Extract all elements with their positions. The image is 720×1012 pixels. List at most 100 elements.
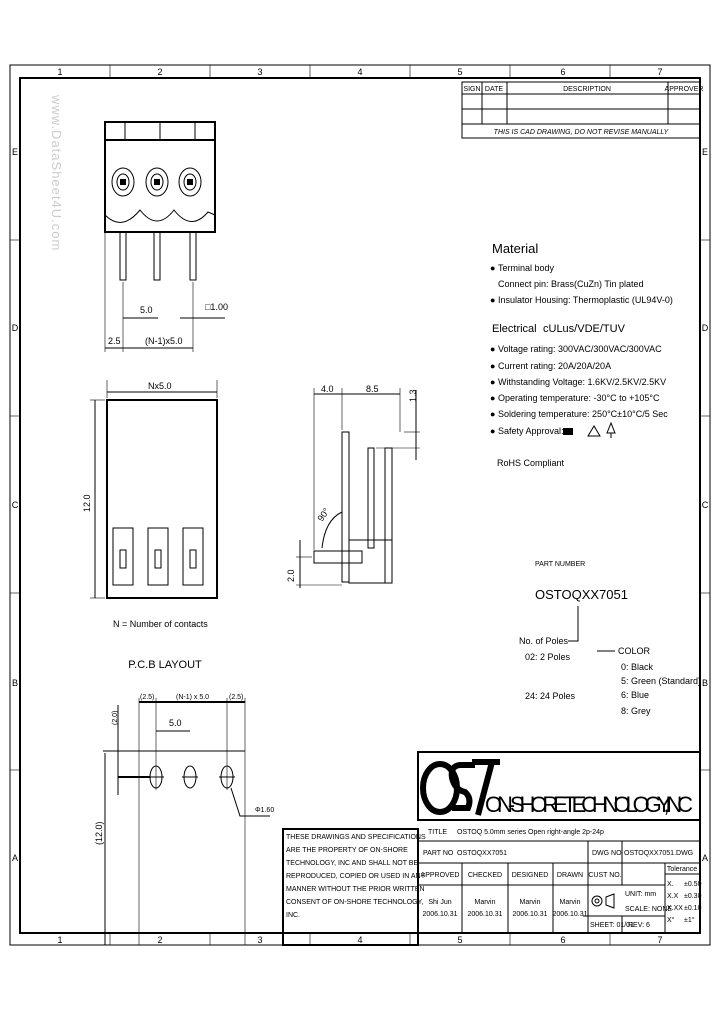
designed-date: 2006.10.31 (512, 911, 547, 918)
grid-col: 7 (657, 67, 662, 77)
pcb-dim-hole: Φ1.60 (255, 807, 274, 814)
dwg-no-label: DWG NO (592, 850, 622, 857)
grid-row: D (12, 323, 19, 333)
poles-label: No. of Poles (519, 636, 569, 646)
grid-row: E (702, 147, 708, 157)
material-item: Terminal body (498, 263, 555, 273)
notice-line: CONSENT OF ON-SHORE TECHNOLOGY, (286, 899, 423, 906)
rev: REV: 6 (628, 922, 650, 929)
color-option: 8: Grey (621, 706, 651, 716)
sheet: SHEET: 01/01 (590, 922, 634, 929)
grid-col: 6 (560, 67, 565, 77)
header-designed: DESIGNED (512, 872, 549, 879)
electrical-item: Operating temperature: -30°C to +105°C (498, 393, 660, 403)
scale: SCALE: NONE (625, 906, 672, 913)
top-view (104, 121, 225, 352)
dim-pitch: 5.0 (140, 305, 153, 315)
notice-line: ARE THE PROPERTY OF ON-SHORE (286, 847, 408, 854)
electrical-item: Withstanding Voltage: 1.6KV/2.5KV/2.5KV (498, 377, 666, 387)
notice-line: INC. (286, 912, 300, 919)
grid-col: 6 (560, 935, 565, 945)
svg-text:●: ● (490, 426, 495, 436)
tol-key: X° (667, 916, 675, 924)
dim-height: 12.0 (82, 494, 92, 512)
poles-max: 24: 24 Poles (525, 691, 576, 701)
grid-row: C (12, 500, 19, 510)
grid-col: 4 (357, 935, 362, 945)
tol-key: X.X (667, 893, 679, 900)
inner-frame (19, 77, 701, 934)
specifications: Material ●Terminal body Connect pin: Bra… (490, 241, 673, 468)
grid-col: 3 (257, 67, 262, 77)
rohs-label: RoHS Compliant (497, 458, 565, 468)
pcb-dim-left: (2.5) (140, 694, 154, 701)
header-drawn: DRAWN (557, 872, 583, 879)
projection-symbol-icon (591, 893, 615, 909)
svg-text:●: ● (490, 361, 495, 371)
svg-text:●: ● (490, 393, 495, 403)
dwg-no-value: OSTOQXX7051.DWG (624, 850, 693, 857)
color-option: 0: Black (621, 662, 654, 672)
checked-date: 2006.10.31 (467, 911, 502, 918)
material-title: Material (492, 241, 538, 256)
angle-label: 90° (315, 506, 331, 523)
pcb-layout: P.C.B LAYOUT (2.5) (N-1) x 5.0 (2.5) 5.0… (94, 659, 274, 945)
watermark: www.DataSheet4U.com (49, 94, 64, 251)
approved-name: Shi Jun (428, 899, 451, 906)
dim-pin-size: □1.00 (205, 302, 228, 312)
electrical-item: Current rating: 20A/20A/20A (498, 361, 611, 371)
grid-row: D (702, 323, 709, 333)
side-section-view (296, 388, 420, 588)
dim-width: Nx5.0 (148, 381, 172, 391)
checked-name: Marvin (474, 899, 495, 906)
dim-edge: 2.5 (108, 336, 121, 346)
pcb-dim-height: (12.0) (94, 821, 104, 845)
tol-key: X.XX (667, 905, 683, 912)
grid-col: 5 (457, 935, 462, 945)
part-no-value: OSTOQXX7051 (457, 850, 507, 857)
part-no-label: PART NO (423, 850, 454, 857)
pcb-dim-pitch: 5.0 (169, 718, 182, 728)
revision-table: SIGN DATE DESCRIPTION APPROVER THIS IS C… (461, 81, 703, 139)
grid-row: E (12, 147, 18, 157)
dim-span: (N-1)x5.0 (145, 336, 183, 346)
tolerance-title: Tolerance (667, 866, 697, 873)
designed-name: Marvin (519, 899, 540, 906)
tol-value: ±0.10 (684, 905, 702, 912)
notice-line: THESE DRAWINGS AND SPECIFICATIONS (286, 834, 426, 841)
bullet: ● (490, 263, 495, 273)
dim-side-d: 2.0 (286, 569, 296, 582)
grid-col: 2 (157, 935, 162, 945)
part-number-value: OSTOQXX7051 (535, 587, 628, 602)
notice-line: REPRODUCED, COPIED OR USED IN ANY (286, 873, 426, 880)
tol-value: ±0.50 (684, 881, 702, 888)
grid-row: B (12, 678, 18, 688)
header-cust-no: CUST NO. (588, 872, 621, 879)
svg-text:●: ● (490, 377, 495, 387)
rev-header-description: DESCRIPTION (563, 86, 611, 93)
tol-value: ±1° (684, 916, 695, 924)
svg-text:●: ● (490, 409, 495, 419)
material-item: Insulator Housing: Thermoplastic (UL94V-… (498, 295, 673, 305)
pcb-dim-top: (2.0) (112, 711, 119, 725)
header-checked: CHECKED (468, 872, 502, 879)
part-number-label: PART NUMBER (535, 561, 585, 568)
notice-line: TECHNOLOGY, INC AND SHALL NOT BE (286, 860, 418, 867)
grid-col: 7 (657, 935, 662, 945)
company-logo-block: ON-SHORE TECHNOLOGY, INC (417, 751, 701, 821)
ost-logo (420, 759, 500, 816)
approved-date: 2006.10.31 (422, 911, 457, 918)
rev-header-date: DATE (485, 86, 503, 93)
part-number-legend: PART NUMBER OSTOQXX7051 No. of Poles 02:… (519, 561, 701, 716)
bullet: ● (490, 295, 495, 305)
grid-row: C (702, 500, 709, 510)
notice-line: MANNER WITHOUT THE PRIOR WRITTEN (286, 886, 425, 893)
grid-col: 1 (57, 67, 62, 77)
vde-mark-icon (587, 425, 601, 437)
color-option: 6: Blue (621, 690, 649, 700)
dim-side-b: 8.5 (366, 384, 379, 394)
cad-note: THIS IS CAD DRAWING, DO NOT REVISE MANUA… (494, 129, 670, 136)
